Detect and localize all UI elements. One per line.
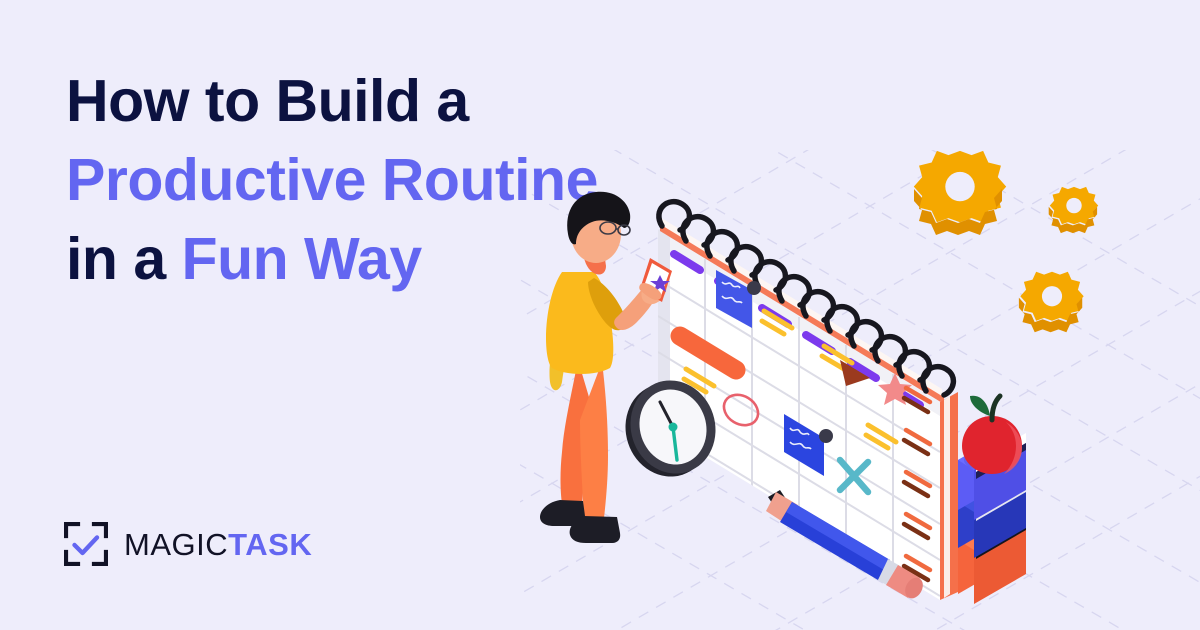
headline-line-3-plain: in a: [66, 226, 182, 292]
wall-clock: [625, 380, 716, 477]
brown-triangle-mark: [840, 360, 870, 386]
orange-highlight-bar: [670, 326, 746, 380]
apple: [962, 393, 1022, 474]
isometric-productivity-illustration: [540, 150, 1099, 604]
headline-line-1: How to Build a: [66, 68, 469, 134]
sticky-note-top: [716, 270, 761, 328]
pencil: [766, 490, 923, 599]
gear-large: [913, 150, 1007, 235]
yellow-double-line-marks: [681, 308, 899, 451]
headline-line-3-accent: Fun Way: [181, 226, 423, 292]
headline-line-2: Productive Routine: [66, 147, 598, 213]
teal-x-mark: [836, 456, 872, 496]
logo-text-magic: MAGIC: [124, 526, 229, 562]
logo-text-task: TASK: [228, 526, 313, 562]
red-circle-mark: [722, 393, 760, 427]
calendar-spiral-coils: [656, 199, 957, 398]
gear-medium: [1048, 186, 1099, 234]
phone-star-icon: [650, 275, 670, 292]
person-with-phone: [540, 191, 672, 543]
page-title: How to Build a Productive Routine in a F…: [66, 62, 716, 299]
gear-small: [1018, 271, 1084, 333]
headline-line-3: in a Fun Way: [66, 220, 716, 299]
right-column-marks: [901, 385, 933, 583]
checkbox-check-icon: [64, 522, 108, 566]
sticky-note-bottom: [784, 414, 833, 476]
